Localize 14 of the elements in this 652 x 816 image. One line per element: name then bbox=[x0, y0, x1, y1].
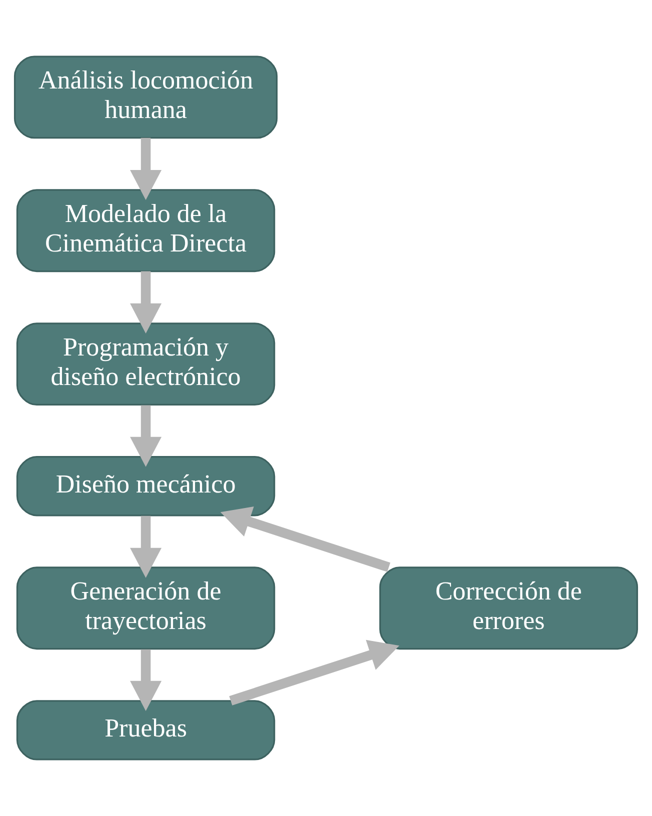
arrow bbox=[130, 271, 162, 334]
arrow bbox=[130, 405, 162, 467]
node-box: Análisis locomoción humana bbox=[14, 56, 278, 139]
arrow bbox=[130, 649, 162, 711]
node-box: Modelado de la Cinemática Directa bbox=[16, 189, 276, 272]
arrow bbox=[220, 506, 390, 572]
arrow bbox=[229, 640, 400, 706]
node-box: Diseño mecánico bbox=[16, 456, 276, 516]
node-box: Programación y diseño electrónico bbox=[16, 322, 276, 406]
node-box: Corrección de errores bbox=[379, 566, 638, 650]
node-box: Generación de trayectorias bbox=[16, 566, 276, 650]
arrow bbox=[130, 516, 162, 578]
node-box: Pruebas bbox=[16, 700, 276, 760]
arrow bbox=[130, 138, 162, 200]
